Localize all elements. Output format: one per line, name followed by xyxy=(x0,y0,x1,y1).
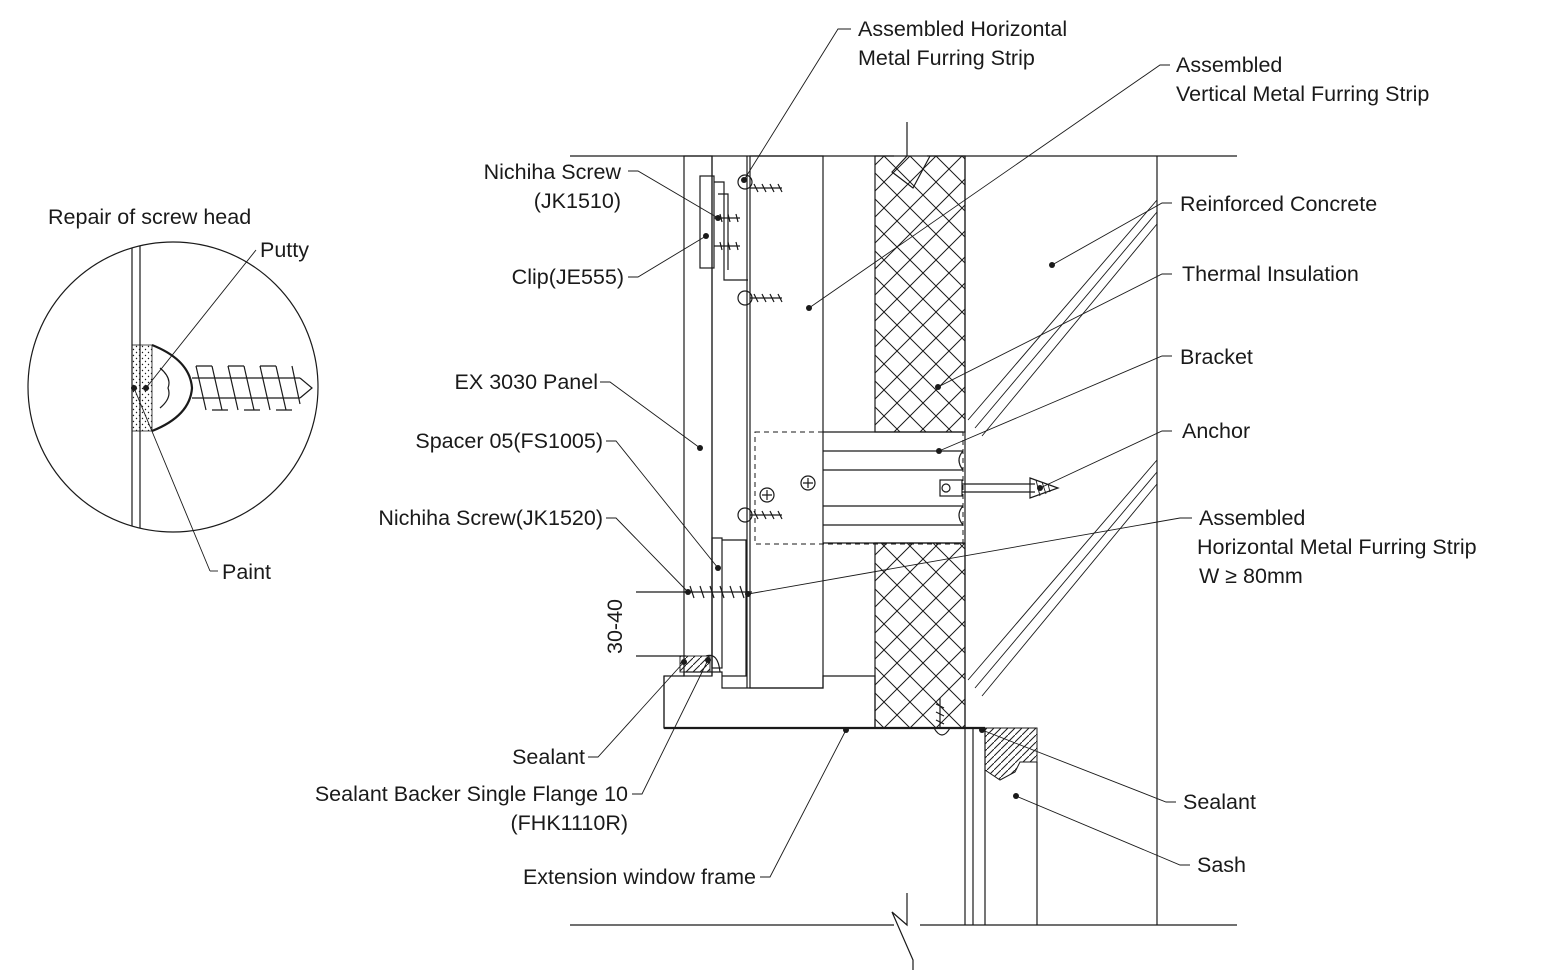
thermal-insulation-upper xyxy=(874,155,966,433)
label-reinforced-concrete: Reinforced Concrete xyxy=(1180,192,1377,216)
label-spacer: Spacer 05(FS1005) xyxy=(415,429,603,453)
break-line-bottom xyxy=(891,893,914,970)
label-horiz-strip-bottom-1: Assembled xyxy=(1199,506,1305,530)
dimension-label: 30-40 xyxy=(603,599,627,654)
label-sealant-backer-2: (FHK1110R) xyxy=(511,811,628,835)
concrete-hatch-upper xyxy=(967,199,1158,437)
paint-label: Paint xyxy=(222,560,271,584)
furring-screws xyxy=(714,183,783,520)
screw-head xyxy=(151,343,194,433)
label-horiz-strip-bottom-2: Horizontal Metal Furring Strip xyxy=(1197,535,1477,559)
label-anchor: Anchor xyxy=(1182,419,1250,443)
dimension-30-40: 30-40 xyxy=(603,591,692,657)
label-sealant-left: Sealant xyxy=(512,745,585,769)
thermal-insulation-lower xyxy=(874,542,966,729)
label-extension-frame: Extension window frame xyxy=(523,865,756,889)
label-sealant-right: Sealant xyxy=(1183,790,1256,814)
label-nichiha-top-1: Nichiha Screw xyxy=(484,160,622,184)
label-horiz-strip-bottom-3: W ≥ 80mm xyxy=(1199,564,1303,588)
sealant-sash xyxy=(984,727,1038,781)
detail-title: Repair of screw head xyxy=(48,205,251,229)
bracket-screw-icons xyxy=(759,475,816,503)
label-nichiha-bottom: Nichiha Screw(JK1520) xyxy=(378,506,603,530)
label-clip: Clip(JE555) xyxy=(512,265,624,289)
screw-head-detail: Repair of screw head Putty Paint xyxy=(27,205,319,584)
label-horiz-strip-top-1: Assembled Horizontal xyxy=(858,17,1067,41)
vertical-furring-strip xyxy=(749,155,824,689)
bracket-outline xyxy=(754,431,964,545)
label-sealant-backer-1: Sealant Backer Single Flange 10 xyxy=(315,782,628,806)
lower-fixing xyxy=(679,537,752,677)
screw-shank xyxy=(192,365,313,411)
window-frame-extension xyxy=(663,671,876,729)
label-sash: Sash xyxy=(1197,853,1246,877)
label-horiz-strip-top-2: Metal Furring Strip xyxy=(858,46,1035,70)
label-panel: EX 3030 Panel xyxy=(455,370,598,394)
label-thermal-insulation: Thermal Insulation xyxy=(1182,262,1359,286)
label-vert-strip-2: Vertical Metal Furring Strip xyxy=(1176,82,1429,106)
clip-assembly xyxy=(699,174,753,523)
callout-labels: Assembled Horizontal Metal Furring Strip… xyxy=(315,17,1477,889)
leaders xyxy=(588,28,1192,878)
label-nichiha-top-2: (JK1510) xyxy=(534,189,621,213)
putty-label: Putty xyxy=(260,238,309,262)
label-bracket: Bracket xyxy=(1180,345,1253,369)
detail-circle xyxy=(27,241,319,533)
section-drawing: 30-40 xyxy=(315,17,1477,970)
label-vert-strip-1: Assembled xyxy=(1176,53,1282,77)
anchor xyxy=(939,477,1060,499)
concrete-hatch-lower xyxy=(967,459,1158,697)
